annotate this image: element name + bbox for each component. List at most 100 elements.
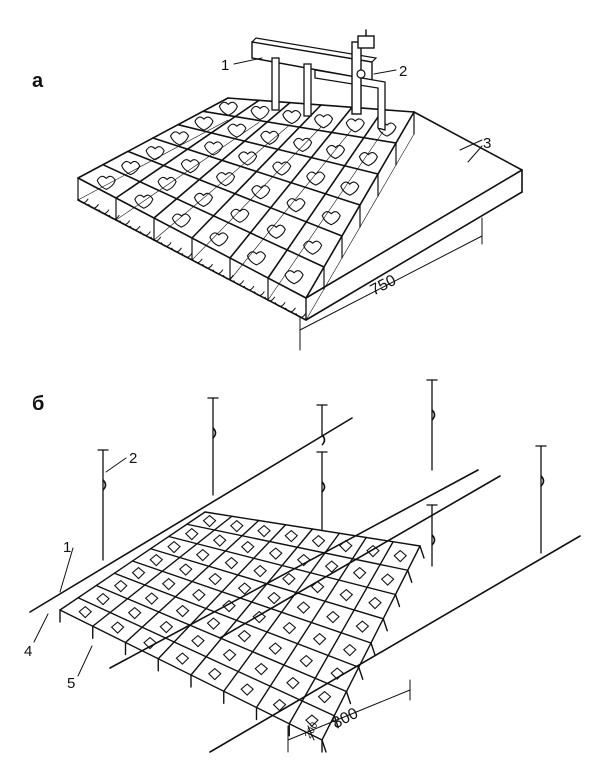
cell-cross (272, 698, 287, 712)
edge-scallop (77, 198, 89, 204)
carrier-rails-panel-b (29, 417, 581, 753)
callout-b-4: 4 (24, 643, 33, 660)
cell-cutout (209, 232, 229, 247)
edge-scallop (233, 280, 245, 286)
cell-cutout (345, 118, 365, 133)
cell-cross (339, 588, 354, 602)
cell-cutout (340, 181, 360, 196)
cell-cross (268, 642, 283, 655)
cell-cutout (321, 211, 341, 226)
cell-cross (96, 592, 110, 606)
cell-cross (159, 620, 174, 634)
edge-scallop (264, 296, 276, 302)
cell-grid-panel-a (77, 97, 523, 321)
cell-cross (131, 566, 146, 580)
cell-cutout (194, 116, 214, 131)
cell-cutout (325, 144, 346, 160)
cell-cross (267, 591, 281, 605)
callout-a-3: 3 (483, 135, 492, 152)
edge-scallop (285, 307, 296, 313)
cell-cutout (157, 176, 177, 192)
cell-cross (257, 524, 271, 538)
grid-rib (288, 541, 394, 725)
cell-cross (237, 629, 252, 643)
grid-rib (152, 137, 361, 206)
rib-notch (394, 593, 401, 608)
cell-cutout (251, 185, 271, 200)
cell-cutout (306, 171, 326, 186)
rib-bottom (77, 119, 229, 201)
cell-cutout (313, 114, 334, 129)
cell-cross (284, 529, 299, 543)
cell-cross (110, 621, 125, 634)
cell-cutout (282, 110, 302, 125)
rib-bottom (305, 133, 415, 321)
cell-cross (317, 690, 332, 704)
edge-scallop (129, 225, 141, 231)
cell-cross (296, 601, 311, 614)
edge-scallop (191, 258, 203, 264)
hanger-leg (303, 63, 312, 117)
callout-leaders (33, 57, 483, 677)
cell-cross (195, 548, 210, 562)
leader-3-a (467, 145, 483, 163)
rib-bottom (153, 124, 291, 241)
panel-a-label: а (32, 70, 44, 92)
edge-scallop (88, 203, 99, 209)
panel-b-label: б (32, 393, 45, 415)
panel-bottom-edge (305, 191, 523, 321)
edge-scallop (98, 209, 110, 215)
cell-cutout (193, 192, 214, 208)
leader-1-b (59, 547, 74, 593)
edge-scallop (171, 247, 182, 253)
panel-right-edge (305, 169, 523, 299)
rib-notch (333, 715, 339, 729)
cell-cross (127, 606, 142, 620)
dimension-line-panel-b (287, 679, 411, 753)
edge-scallop (160, 242, 172, 247)
cell-cutout (293, 137, 313, 153)
cell-cross (254, 662, 269, 676)
grid-rib (77, 597, 335, 717)
cell-cross (229, 519, 244, 533)
cell-cutout (358, 152, 378, 167)
cell-cross (330, 667, 344, 680)
cell-cross (393, 549, 408, 563)
cell-cutout (145, 146, 165, 161)
rib-notch (382, 618, 388, 632)
cell-cross (324, 560, 339, 573)
callout-b-2: 2 (129, 450, 138, 467)
edge-scallop (139, 231, 151, 236)
cell-cutout (218, 101, 238, 116)
cell-cross (178, 563, 193, 576)
leader-1-a (233, 57, 263, 65)
callout-b-1: 1 (63, 539, 72, 556)
callout-a-2: 2 (399, 63, 408, 80)
dimension-line-800 (287, 689, 411, 741)
rod-clip (321, 481, 326, 493)
edge-scallop (274, 302, 286, 307)
hanger-leg (271, 57, 280, 111)
cell-cutout (227, 123, 247, 138)
cell-cross (253, 564, 267, 578)
edge-scallop (222, 274, 234, 280)
leader-3-a (459, 139, 483, 151)
cell-cutout (230, 208, 250, 223)
edge-scallop (243, 285, 255, 291)
cell-cross (175, 604, 190, 618)
cell-cross (237, 582, 252, 595)
cell-cross (342, 643, 357, 657)
rib-notch (358, 666, 364, 680)
dimension-line-panel-a (299, 217, 483, 351)
suspension-rods-panel-b (97, 379, 547, 567)
cell-cross (208, 572, 222, 586)
leader-4-b (33, 613, 49, 643)
rib-notch (345, 690, 352, 705)
cell-cutout (180, 159, 200, 174)
suspension-bracket (314, 69, 386, 131)
leader-2-b (105, 457, 127, 473)
cell-cross (207, 667, 222, 681)
grid-rib (255, 536, 367, 709)
suspension-clamp (357, 35, 375, 49)
rod-clip (321, 434, 326, 446)
